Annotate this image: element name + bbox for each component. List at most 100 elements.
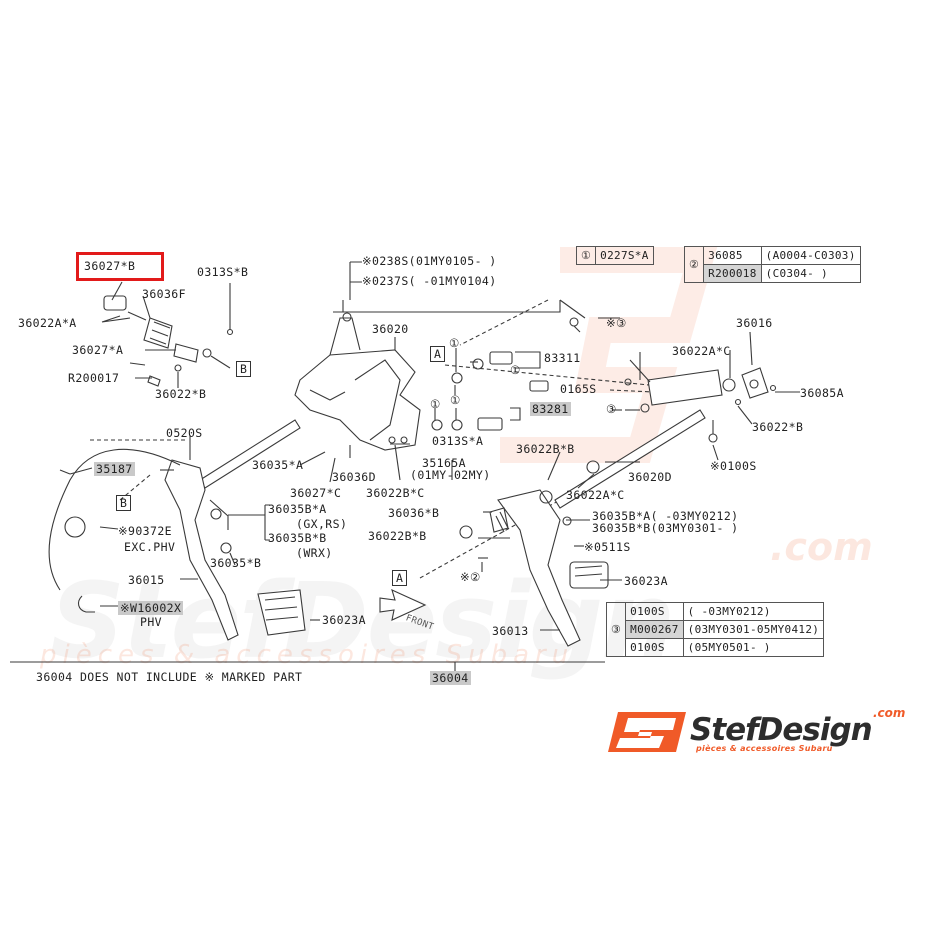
- brand-logo-tagline: pièces & accessoires Subaru: [696, 744, 833, 753]
- section-marker-B: B: [236, 361, 252, 377]
- watermark-dotcom: .com: [770, 525, 873, 569]
- part-label-36035BA-left: 36035B*A: [268, 502, 327, 516]
- part-label-36015: 36015: [128, 573, 165, 587]
- part-label-36035B: 36035*B: [210, 556, 262, 570]
- part-label-gx-rs: (GX,RS): [296, 517, 348, 531]
- brand-logo-dotcom: .com: [873, 706, 906, 720]
- circle-1-marker: ①: [449, 336, 460, 350]
- table-range-cell: ( -03MY0212): [682, 602, 825, 621]
- part-label-35187: 35187: [94, 462, 135, 476]
- part-label-01MY-02MY: (01MY-02MY): [410, 468, 491, 482]
- part-label-36035A: 36035*A: [252, 458, 304, 472]
- part-label-wrx: (WRX): [296, 546, 333, 560]
- section-marker-A: A: [392, 570, 408, 586]
- part-label-36016: 36016: [736, 316, 773, 330]
- part-label-W16002X: ※W16002X: [118, 601, 184, 615]
- table-part-cell: M000267: [625, 620, 684, 639]
- part-label-36023A-right: 36023A: [624, 574, 668, 588]
- part-label-36020D: 36020D: [628, 470, 672, 484]
- circle-1-marker: ①: [510, 363, 521, 377]
- part-label-83311: 83311: [544, 351, 581, 365]
- master-cylinder: [103, 295, 234, 387]
- circle-1-marker: ①: [430, 397, 441, 411]
- table-number-cell: ③: [605, 602, 627, 657]
- part-label-circle-2: ※②: [460, 570, 481, 584]
- part-label-83281: 83281: [530, 402, 571, 416]
- table-number-cell: ①: [575, 246, 597, 265]
- part-label-36022AA: 36022A*A: [18, 316, 77, 330]
- part-label-0237S: ※0237S( -01MY0104): [362, 274, 497, 288]
- table-range-cell: (05MY0501- ): [682, 638, 825, 657]
- table-part-cell: 0100S: [625, 638, 684, 657]
- brake-pedal: [459, 489, 609, 647]
- part-label-36023A-left: 36023A: [322, 613, 366, 627]
- part-label-36022B-right: 36022*B: [752, 420, 804, 434]
- reference-table-1: ① 0227S*A: [575, 246, 654, 265]
- brand-logo-name: StefDesign: [690, 712, 873, 748]
- part-label-36022BB: 36022B*B: [368, 529, 427, 543]
- part-label-36020: 36020: [372, 322, 409, 336]
- table-part-cell: 36085: [703, 246, 762, 265]
- table-row: ① 0227S*A: [575, 246, 654, 265]
- part-label-exc-phv: EXC.PHV: [124, 540, 176, 554]
- part-label-0313SA: 0313S*A: [432, 434, 484, 448]
- part-label-36022AC-lower: 36022A*C: [566, 488, 625, 502]
- table-number-cell: ②: [683, 246, 705, 283]
- part-label-36036F: 36036F: [142, 287, 186, 301]
- right-bracket: [569, 317, 777, 474]
- part-label-36022BC: 36022B*C: [366, 486, 425, 500]
- table-row: ② 36085 (A0004-C0303): [683, 246, 861, 283]
- part-label-0313SB: 0313S*B: [197, 265, 249, 279]
- table-range-cell: (A0004-C0303): [760, 246, 861, 265]
- part-label-36004: 36004: [430, 671, 471, 685]
- part-label-35165A: 35165A: [422, 456, 466, 470]
- front-arrow: [379, 588, 427, 621]
- part-label-36022AC: 36022A*C: [672, 344, 731, 358]
- part-label-0165S: 0165S: [560, 382, 597, 396]
- part-label-36036D: 36036D: [332, 470, 376, 484]
- circle-3-marker: ③: [606, 402, 617, 416]
- switch-parts: [388, 351, 549, 444]
- part-label-36027C: 36027*C: [290, 486, 342, 500]
- table-row: ③ 0100S ( -03MY0212): [605, 602, 825, 657]
- circle-1-marker: ①: [450, 393, 461, 407]
- table-range-cell: (C0304- ): [760, 264, 861, 283]
- clutch-pedal: [164, 459, 306, 641]
- section-marker-A: A: [430, 346, 446, 362]
- part-label-36022BB-right: 36022B*B: [516, 442, 575, 456]
- part-label-36035BA-right: 36035B*A( -03MY0212): [592, 509, 739, 523]
- part-label-36022B-left: 36022*B: [155, 387, 207, 401]
- part-label-90372E: ※90372E: [118, 524, 172, 538]
- part-label-36035BB-left: 36035B*B: [268, 531, 327, 545]
- reference-table-3: ③ 0100S ( -03MY0212) M000267 (03MY0301-0…: [605, 602, 825, 657]
- table-row: R200018 (C0304- ): [685, 264, 861, 283]
- table-row: M000267 (03MY0301-05MY0412): [607, 620, 825, 639]
- part-label-36035BB-right: 36035B*B(03MY0301- ): [592, 521, 739, 535]
- highlighted-part-box: [76, 252, 164, 281]
- table-part-cell: R200018: [703, 264, 762, 283]
- part-label-36027A: 36027*A: [72, 343, 124, 357]
- section-marker-B: B: [116, 495, 132, 511]
- table-part-cell: 0100S: [625, 602, 684, 621]
- clutch-hose: [48, 448, 181, 591]
- exclusion-note: 36004 DOES NOT INCLUDE ※ MARKED PART: [36, 670, 303, 684]
- part-label-circle-3: ※③: [606, 316, 627, 330]
- part-label-0520S: 0520S: [166, 426, 203, 440]
- watermark-logo-shape: [500, 247, 718, 463]
- table-row: 0100S (05MY0501- ): [607, 638, 825, 657]
- table-range-cell: (03MY0301-05MY0412): [682, 620, 825, 639]
- part-label-phv: PHV: [140, 615, 162, 629]
- part-label-R200017: R200017: [68, 371, 120, 385]
- part-label-36036B: 36036*B: [388, 506, 440, 520]
- part-label-36013: 36013: [492, 624, 529, 638]
- reference-table-2: ② 36085 (A0004-C0303) R200018 (C0304- ): [683, 246, 861, 283]
- part-label-0511S: ※0511S: [584, 540, 631, 554]
- watermark-tagline: pièces & accessoires Subaru: [40, 640, 575, 670]
- table-part-cell: 0227S*A: [595, 246, 654, 265]
- part-label-0100S: ※0100S: [710, 459, 757, 473]
- part-label-0238S: ※0238S(01MY0105- ): [362, 254, 497, 268]
- part-label-36027B: 36027*B: [84, 259, 136, 273]
- stefdesign-logo-badge: [608, 712, 686, 752]
